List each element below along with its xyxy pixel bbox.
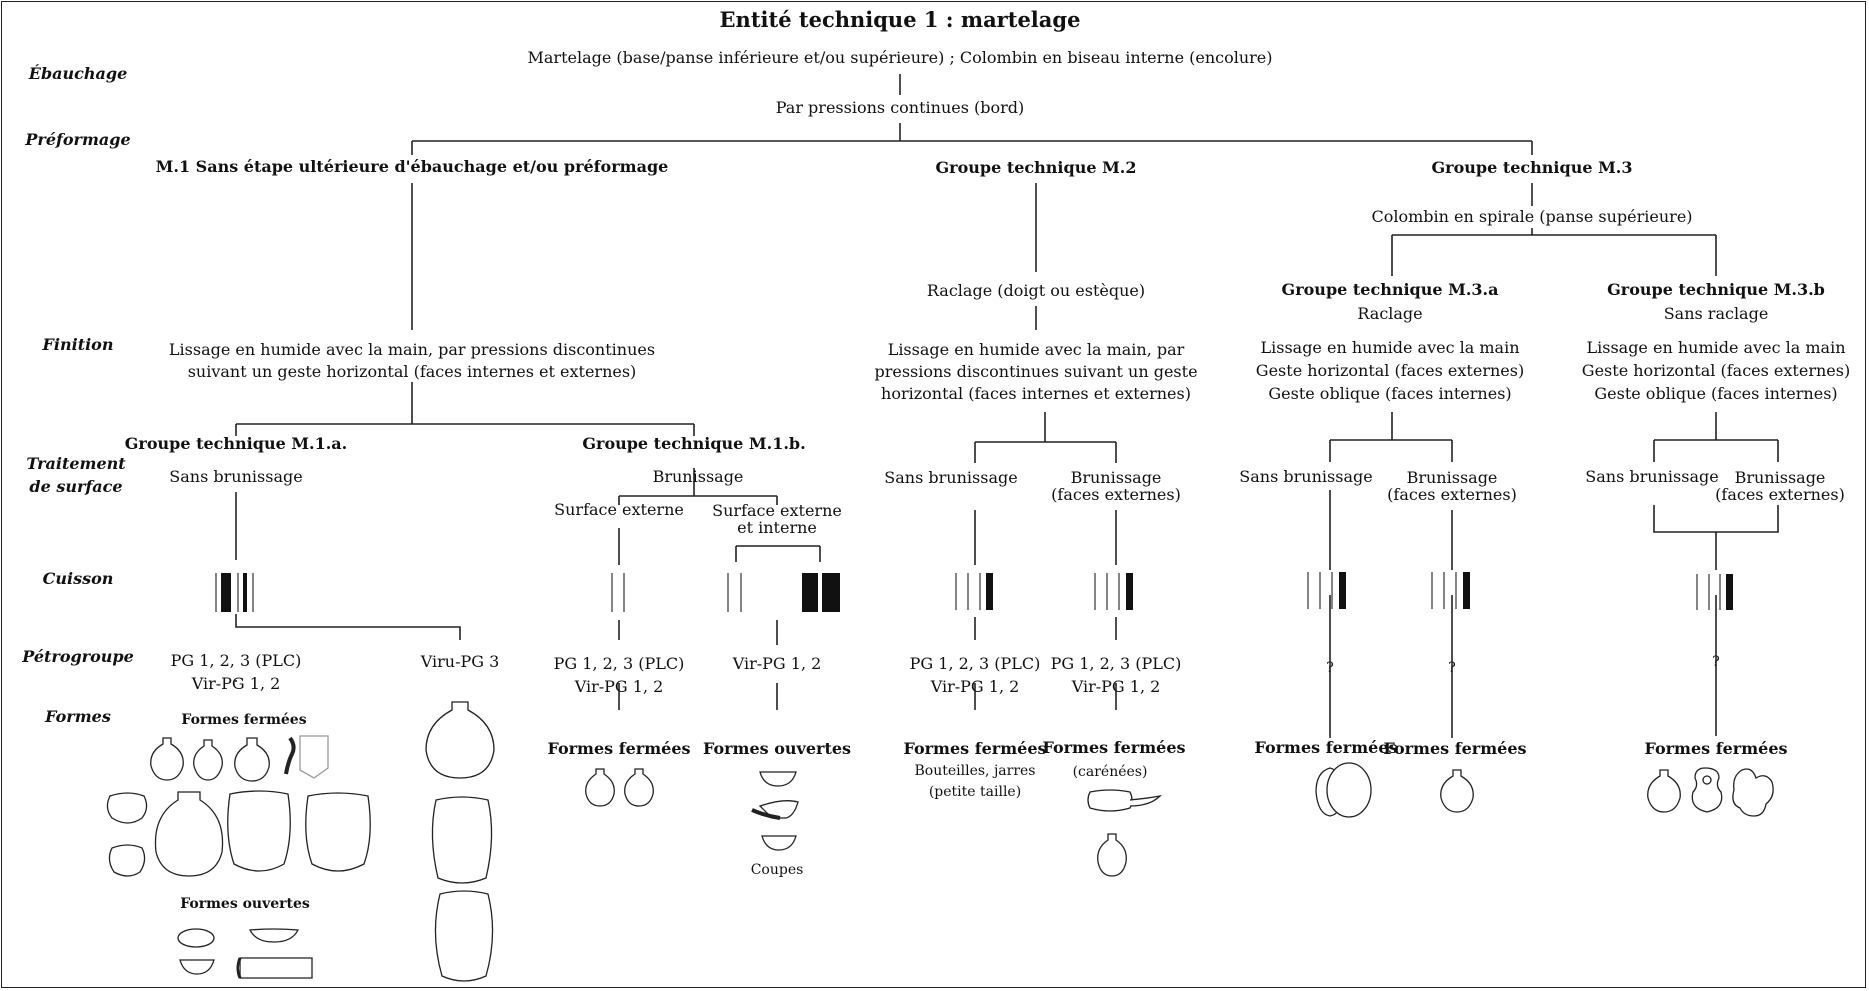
- m3a-title: Groupe technique M.3.a: [1281, 280, 1499, 299]
- firing-bars-m1b-ext: [611, 573, 625, 612]
- m1b-extint-formes: Formes ouvertes: [702, 739, 852, 758]
- m2-right-formes: Formes fermées: [1042, 738, 1186, 757]
- m2-brunissage-line1: Brunissage: [1070, 468, 1162, 487]
- m3a-brunissage-line2: (faces externes): [1387, 485, 1517, 504]
- m1a-pg-line2: Vir-PG 1, 2: [191, 674, 281, 693]
- m1b-treatment: Brunissage: [652, 467, 744, 486]
- m1a-formes-fermees: Formes fermées: [181, 712, 307, 728]
- m3b-finition-line2: Geste horizontal (faces externes): [1581, 361, 1851, 380]
- m3a-sans-brunissage: Sans brunissage: [1239, 467, 1373, 486]
- m3-colombin: Colombin en spirale (panse supérieure): [1371, 207, 1693, 226]
- firing-bars-m1a: [215, 573, 254, 612]
- m1-finition-line2: suivant un geste horizontal (faces inter…: [187, 362, 637, 381]
- row-label-de-surface: de surface: [29, 477, 123, 496]
- m2-left-pg-line1: PG 1, 2, 3 (PLC): [909, 654, 1041, 673]
- m1b-surface-extint-line1: Surface externe: [712, 501, 842, 520]
- m3b-brunissage-line1: Brunissage: [1734, 468, 1826, 487]
- m1b-extint-pg: Vir-PG 1, 2: [732, 654, 822, 673]
- m3b-pg-unknown: ?: [1712, 654, 1720, 670]
- m2-raclage: Raclage (doigt ou estèque): [926, 281, 1146, 300]
- m2-finition-line1: Lissage en humide avec la main, par: [887, 340, 1185, 359]
- firing-bars-m3b: [1696, 574, 1733, 610]
- diagram-title: Entité technique 1 : martelage: [719, 7, 1081, 32]
- row-label-formes: Formes: [45, 707, 111, 726]
- m3b-finition-line1: Lissage en humide avec la main: [1586, 338, 1846, 357]
- row-label-ebauchage: Ébauchage: [28, 64, 128, 83]
- m1b-surface-externe: Surface externe: [554, 500, 684, 519]
- m3b-sans-brunissage: Sans brunissage: [1585, 467, 1719, 486]
- row-label-cuisson: Cuisson: [42, 569, 114, 588]
- m1b-ext-formes: Formes fermées: [547, 739, 691, 758]
- m3b-formes: Formes fermées: [1644, 739, 1788, 758]
- vessel-drawings-m3a: [1315, 762, 1474, 818]
- vessel-drawings-m1a-closed: [106, 735, 371, 877]
- m3a-finition-line2: Geste horizontal (faces externes): [1255, 361, 1525, 380]
- m1b-title: Groupe technique M.1.b.: [582, 434, 806, 453]
- m3a-formes-left: Formes fermées: [1254, 738, 1398, 757]
- firing-bars-m2-sans: [955, 573, 993, 610]
- m2-left-pg-line2: Vir-PG 1, 2: [930, 677, 1020, 696]
- m3a-finition-line3: Geste oblique (faces internes): [1268, 384, 1512, 403]
- row-label-preformage: Préformage: [25, 130, 131, 149]
- m3a-formes-right: Formes fermées: [1383, 739, 1527, 758]
- m2-right-pg-line2: Vir-PG 1, 2: [1071, 677, 1161, 696]
- firing-bars-m3a-brun: [1431, 572, 1470, 609]
- m3a-pg-unknown-left: ?: [1326, 660, 1334, 676]
- m3a-subtitle: Raclage: [1357, 304, 1423, 323]
- m2-right-formes-line2: (carénées): [1072, 764, 1148, 780]
- m1a-formes-ouvertes: Formes ouvertes: [180, 896, 310, 912]
- row-label-petrogroupe: Pétrogroupe: [22, 647, 134, 666]
- m1b-extint-coupes: Coupes: [750, 862, 804, 878]
- m2-finition-line2: pressions discontinues suivant un geste: [874, 362, 1198, 381]
- m2-left-formes-line3: (petite taille): [928, 784, 1022, 800]
- m1-finition-line1: Lissage en humide avec la main, par pres…: [168, 340, 656, 359]
- vessel-drawings-m2: [1087, 789, 1162, 877]
- m2-sans-brunissage: Sans brunissage: [884, 468, 1018, 487]
- firing-bars-m3a-sans: [1307, 572, 1346, 609]
- m3-title: Groupe technique M.3: [1431, 158, 1633, 177]
- m1b-surface-extint-line2: et interne: [737, 518, 817, 537]
- ebauchage-text: Martelage (base/panse inférieure et/ou s…: [527, 48, 1273, 67]
- m1a-pg-line1: PG 1, 2, 3 (PLC): [170, 651, 302, 670]
- row-label-finition: Finition: [42, 335, 114, 354]
- vessel-drawings-m1a-open: [177, 928, 313, 979]
- m3a-pg-unknown-right: ?: [1448, 660, 1456, 676]
- m2-finition-line3: horizontal (faces internes et externes): [881, 384, 1191, 403]
- m3b-brunissage-line2: (faces externes): [1715, 485, 1845, 504]
- firing-bars-m2-brun: [1094, 573, 1133, 610]
- m2-right-pg-line1: PG 1, 2, 3 (PLC): [1050, 654, 1182, 673]
- row-label-traitement: Traitement: [26, 454, 126, 473]
- m1a-title: Groupe technique M.1.a.: [124, 434, 348, 453]
- m2-left-formes: Formes fermées: [903, 739, 1047, 758]
- vessel-drawings-viru-pg3: [425, 701, 495, 982]
- m3a-finition-line1: Lissage en humide avec la main: [1260, 338, 1520, 357]
- m2-brunissage-line2: (faces externes): [1051, 485, 1181, 504]
- m1-title: M.1 Sans étape ultérieure d'ébauchage et…: [155, 157, 669, 176]
- m3b-subtitle: Sans raclage: [1663, 304, 1769, 323]
- m1a-pg-viru: Viru-PG 3: [420, 652, 500, 671]
- firing-bars-m1b-extint: [727, 573, 840, 612]
- vessel-drawings-m3b: [1647, 767, 1774, 817]
- vessel-drawings-m1b: [585, 768, 799, 851]
- m1a-treatment: Sans brunissage: [169, 467, 303, 486]
- preformage-text: Par pressions continues (bord): [775, 98, 1025, 117]
- m3b-title: Groupe technique M.3.b: [1607, 280, 1825, 299]
- m1b-ext-pg-line1: PG 1, 2, 3 (PLC): [553, 654, 685, 673]
- m2-left-formes-line2: Bouteilles, jarres: [914, 763, 1036, 779]
- m1b-ext-pg-line2: Vir-PG 1, 2: [574, 677, 664, 696]
- m3a-brunissage-line1: Brunissage: [1406, 468, 1498, 487]
- m3b-finition-line3: Geste oblique (faces internes): [1594, 384, 1838, 403]
- m2-title: Groupe technique M.2: [935, 158, 1137, 177]
